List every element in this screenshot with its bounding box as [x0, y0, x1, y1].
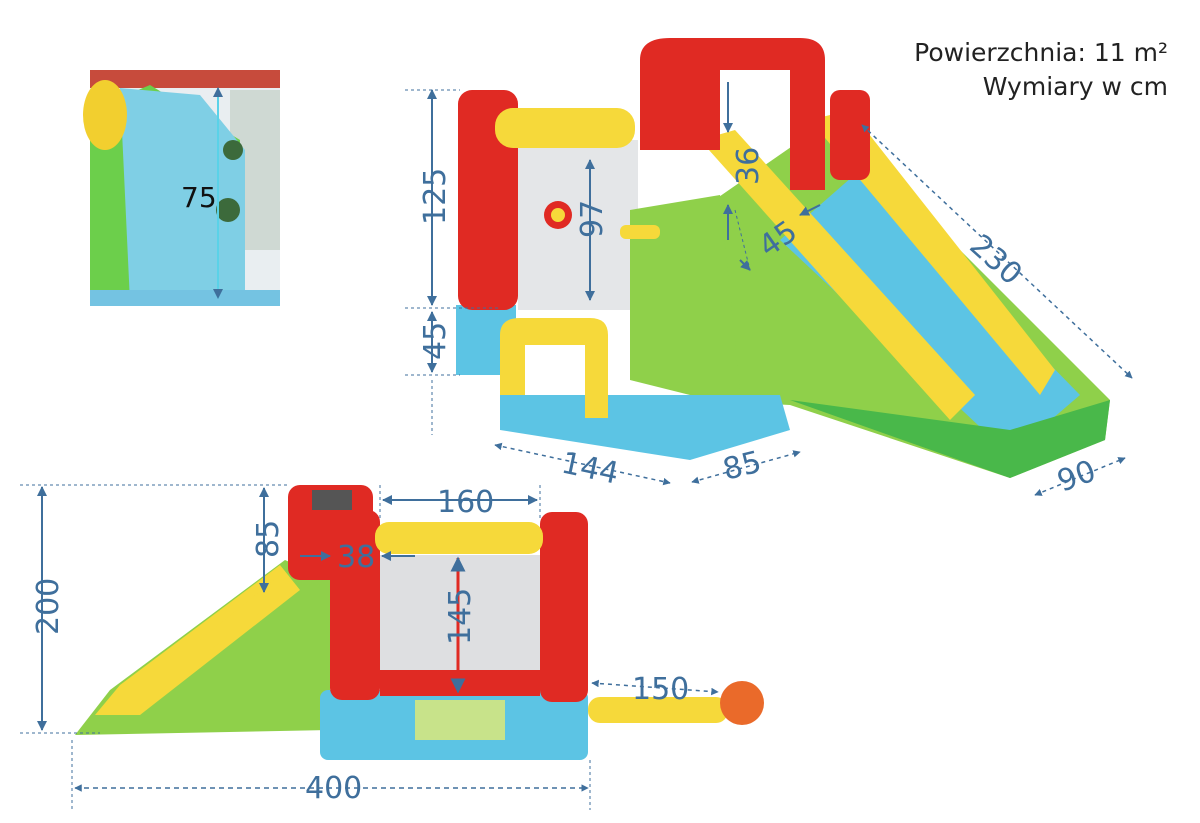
dim-160: 160 [437, 485, 494, 520]
dim-38: 38 [337, 540, 375, 575]
dim-400: 400 [305, 771, 362, 806]
inset-label-75: 75 [181, 181, 217, 214]
dim-125: 125 [418, 168, 453, 225]
dim-144: 144 [558, 446, 621, 492]
dim-90: 90 [1053, 454, 1101, 500]
dim-145: 145 [443, 588, 478, 645]
info-box: Powierzchnia: 11 m² Wymiary w cm [914, 36, 1168, 104]
dim-150: 150 [632, 672, 689, 707]
dim-85-top: 85 [719, 445, 765, 488]
side-illustration [75, 485, 764, 760]
dim-36: 36 [731, 147, 766, 185]
area-text: Powierzchnia: 11 m² [914, 38, 1168, 67]
side-view-dimensions: 200 85 160 38 145 150 400 [20, 484, 719, 810]
dim-200: 200 [31, 578, 66, 635]
units-text: Wymiary w cm [982, 72, 1168, 101]
dim-97: 97 [575, 200, 610, 238]
dim-45-base: 45 [418, 322, 453, 360]
dim-85-side: 85 [251, 520, 286, 558]
inset-wall-detail: 75 [83, 70, 280, 306]
